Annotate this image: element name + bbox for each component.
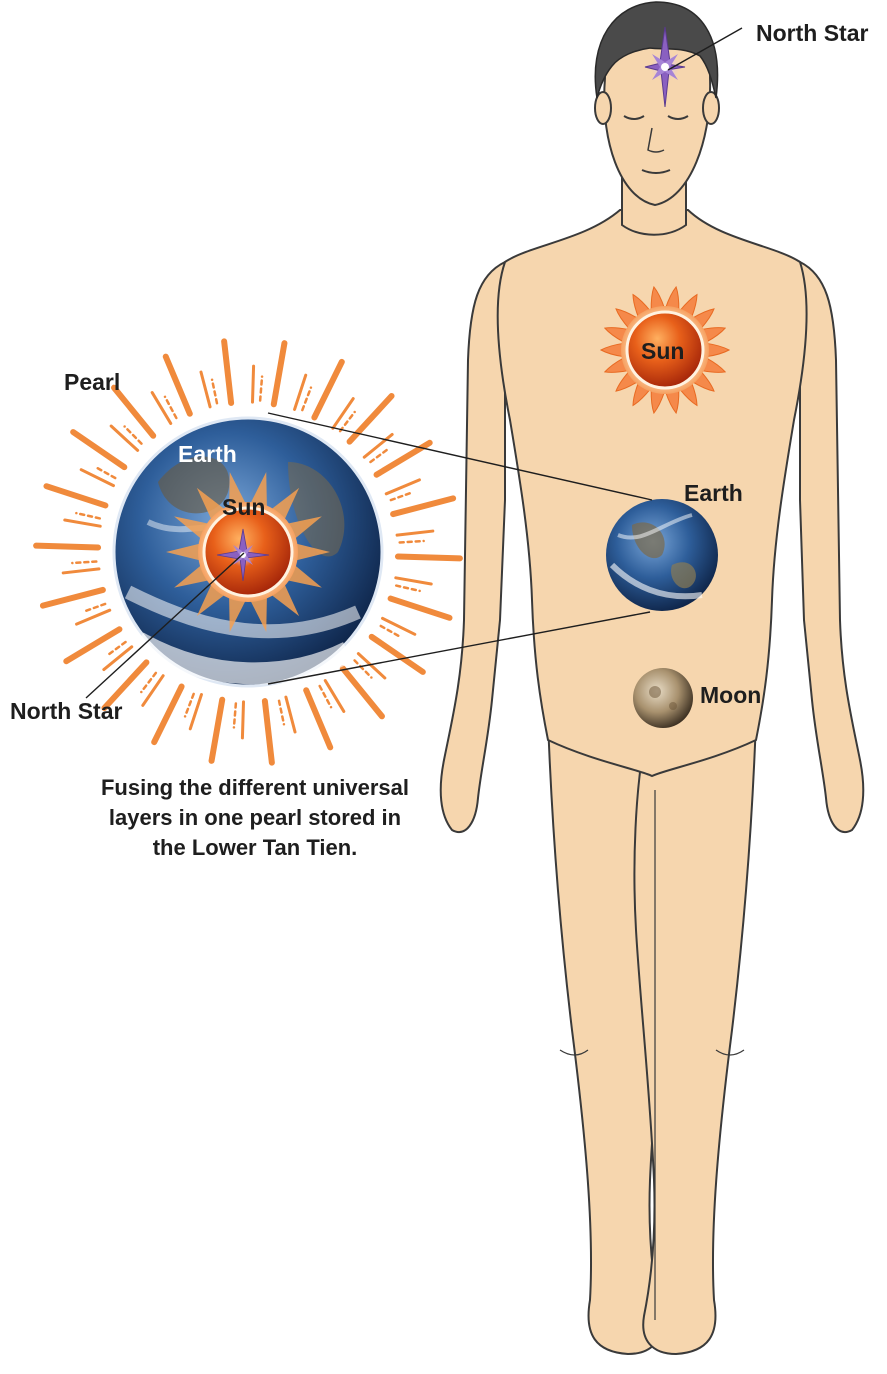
left-arm xyxy=(441,262,505,832)
pearl-ray xyxy=(111,426,137,450)
pearl-ray-dash xyxy=(83,604,106,612)
pearl-ray xyxy=(393,498,453,514)
pearl-ray xyxy=(391,599,450,618)
caption: Fusing the different universal layers in… xyxy=(55,773,455,863)
pearl-ray xyxy=(333,399,353,429)
label-sun-pearl: Sun xyxy=(222,496,265,519)
pearl-ray xyxy=(314,362,341,418)
pearl-ray xyxy=(343,668,382,716)
pearl-ray xyxy=(66,629,119,661)
pearl-ray xyxy=(274,343,285,404)
pearl-ray-dash xyxy=(279,701,284,724)
earth-body-icon xyxy=(606,499,718,611)
label-moon-body: Moon xyxy=(700,684,761,707)
label-earth-body: Earth xyxy=(684,482,743,505)
right-leg xyxy=(634,720,756,1354)
pearl-ray-dash xyxy=(391,492,414,500)
pearl-ray xyxy=(306,690,330,747)
pearl-ray xyxy=(372,637,423,672)
label-earth-pearl: Earth xyxy=(178,443,237,466)
pearl-ray xyxy=(77,610,110,624)
pearl-ray xyxy=(242,702,243,738)
pearl-ray xyxy=(152,393,171,424)
label-north-star-pearl: North Star xyxy=(10,700,122,723)
label-pearl: Pearl xyxy=(64,371,120,394)
pearl-ray-dash xyxy=(302,388,311,410)
pearl-ray xyxy=(104,647,132,670)
pearl-ray xyxy=(398,556,460,558)
pearl-ray xyxy=(286,697,295,732)
pearl-ray xyxy=(143,676,163,706)
pearl-ray xyxy=(397,531,433,535)
pearl-ray-dash xyxy=(400,541,424,543)
pearl-ray xyxy=(212,700,223,761)
right-arm xyxy=(800,262,863,832)
pearl-ray xyxy=(386,480,419,494)
pearl-ray xyxy=(224,341,231,403)
pearl-ray xyxy=(295,375,306,409)
pearl-ray-dash xyxy=(185,694,194,716)
pearl-ray xyxy=(36,546,98,548)
pearl-ray xyxy=(81,470,113,486)
pearl-ray xyxy=(154,687,181,743)
pearl-ray xyxy=(65,520,100,526)
label-north-star-head: North Star xyxy=(756,22,868,45)
moon-body-icon xyxy=(633,668,693,728)
pearl-ray-dash xyxy=(260,377,262,401)
pearl-ray-dash xyxy=(76,513,99,518)
pearl-ray xyxy=(63,569,99,573)
pearl-ray xyxy=(166,357,190,414)
pearl-ray-dash xyxy=(396,586,419,591)
pearl-ray xyxy=(383,618,415,634)
pearl-ray xyxy=(73,432,124,467)
pearl-ray xyxy=(396,578,431,584)
pearl-ray-dash xyxy=(234,704,236,728)
pearl-ray xyxy=(201,372,210,407)
pearl-ray xyxy=(46,486,105,505)
pearl-ray xyxy=(325,681,344,712)
pearl-ray-dash xyxy=(72,562,96,564)
label-sun-body: Sun xyxy=(641,340,684,363)
pearl-ray-dash xyxy=(212,380,217,403)
pearl-ray xyxy=(350,396,392,442)
pearl-ray xyxy=(252,366,253,402)
pearl-ray xyxy=(43,590,103,606)
pearl-ray xyxy=(190,695,201,729)
pearl-ray xyxy=(265,701,272,763)
